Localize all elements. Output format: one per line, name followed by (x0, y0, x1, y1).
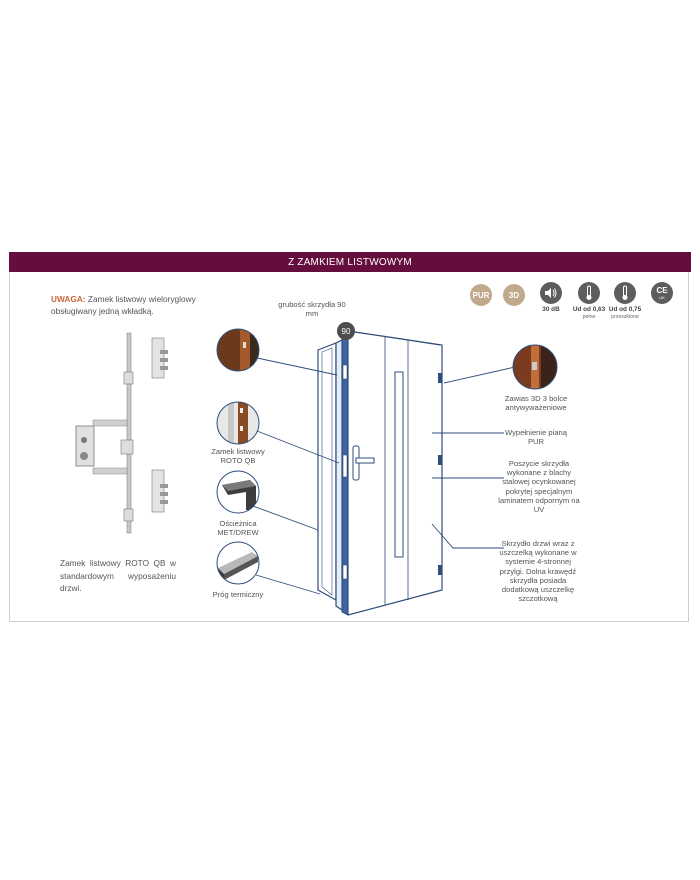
callout-sheathing: Poszycie skrzydła wykonane z blachy stal… (498, 459, 580, 515)
3d-badge: 3D (503, 284, 525, 306)
warning-label: UWAGA: (51, 294, 86, 304)
thermometer-icon (578, 282, 600, 304)
door-illustration (317, 330, 443, 616)
content-panel (9, 272, 689, 622)
ud-glazed-value: Ud od 0,75 (608, 306, 642, 313)
ce-label: CE (656, 285, 668, 295)
callout-filling: Wypełnienie pianą PUR (505, 428, 567, 447)
ud-glazed-sub: przeszklone (611, 314, 639, 320)
section-banner: Z ZAMKIEM LISTWOWYM (9, 252, 691, 272)
thickness-badge: 90 (337, 322, 355, 340)
thickness-label: grubość skrzydła 90 mm (278, 300, 346, 319)
detail-roto-photo (216, 401, 260, 445)
thermometer-glazed-icon (614, 282, 636, 304)
speaker-icon (540, 282, 562, 304)
lock-strip-illustration (75, 332, 168, 534)
ce-mark-icon: CE UK (651, 282, 673, 304)
callout-seal: Skrzydło drzwi wraz z uszczelką wykonane… (499, 539, 577, 604)
detail-lock-photo (216, 328, 260, 372)
ud-full-sub: pełne (582, 314, 596, 320)
callout-threshold: Próg termiczny (212, 590, 264, 599)
lock-caption: Zamek listwowy ROTO QB w standardowym wy… (60, 558, 176, 593)
detail-frame-profile (216, 470, 260, 514)
detail-hinge-photo (512, 344, 558, 390)
section-title: Z ZAMKIEM LISTWOWYM (288, 256, 412, 268)
callout-lines (252, 331, 516, 595)
warning-text: Zamek listwowy wieloryglowy obsługiwany … (51, 294, 196, 316)
warning-note: UWAGA: Zamek listwowy wieloryglowy obsłu… (51, 293, 211, 317)
callout-hinge: Zawias 3D 3 bolce antywyważeniowe (504, 394, 568, 413)
sound-value: 30 dB (542, 306, 560, 313)
detail-threshold-profile (216, 541, 260, 585)
ce-sub: UK (659, 294, 665, 300)
ud-full-value: Ud od 0,63 (572, 306, 606, 313)
callout-frame: Ościeżnica MET/DREW (217, 519, 259, 538)
callout-lock: Zamek listwowy ROTO QB (211, 447, 265, 466)
pur-badge: PUR (470, 284, 492, 306)
